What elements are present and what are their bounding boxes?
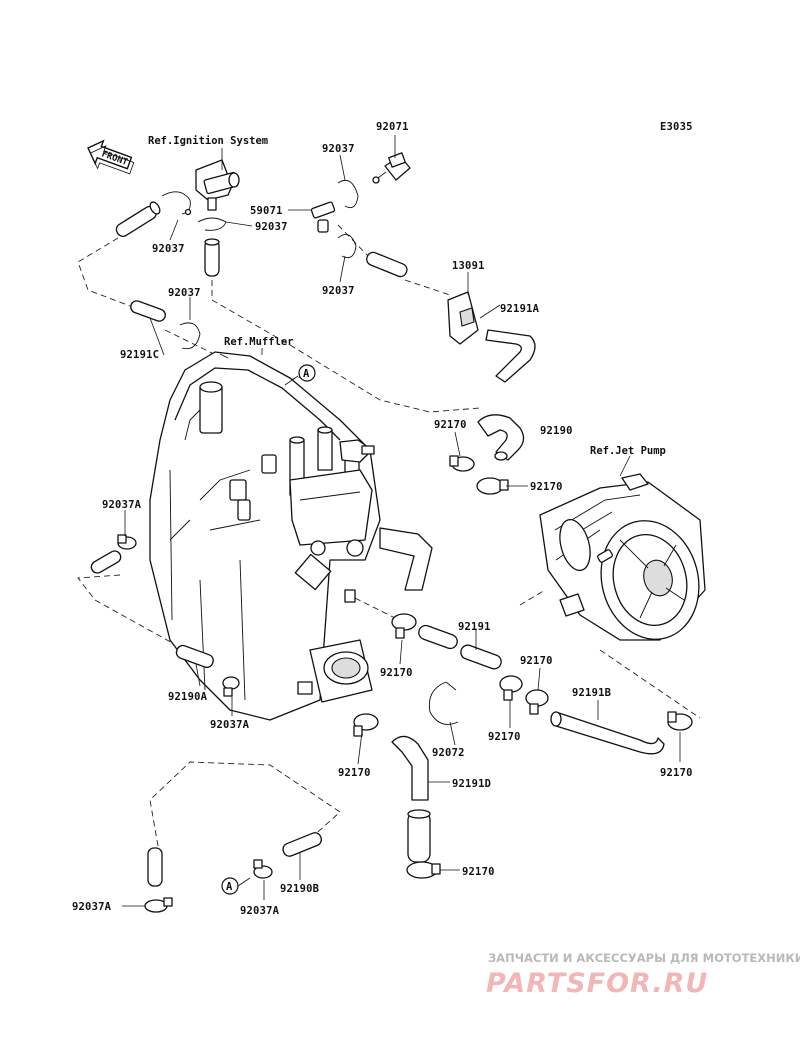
hose-92190A xyxy=(175,644,214,669)
clamp-92037A-center xyxy=(222,676,240,697)
ref-ignition-system-label: Ref.Ignition System xyxy=(148,135,268,147)
part-label-92170: 92170 xyxy=(530,481,563,493)
hose-92191A xyxy=(366,251,536,383)
part-label-92170: 92170 xyxy=(338,767,371,779)
watermark-tagline: ЗАПЧАСТИ И АКСЕССУАРЫ ДЛЯ МОТОТЕХНИКИ xyxy=(488,951,800,965)
diagram-code: E3035 xyxy=(660,121,693,133)
svg-text:A: A xyxy=(303,368,310,380)
clamp-92170-upper xyxy=(449,455,475,472)
part-label-13091: 13091 xyxy=(452,260,485,272)
hose-92190 xyxy=(477,414,525,461)
part-label-92037: 92037 xyxy=(322,285,355,297)
hose-small-top-left xyxy=(115,201,161,237)
clamp-92170-mid-right xyxy=(499,675,549,715)
hose-vertical-ignition xyxy=(204,238,220,277)
clip-92037-d xyxy=(337,233,357,259)
muffler-body xyxy=(149,351,433,721)
part-label-92190: 92190 xyxy=(540,425,573,437)
part-label-92072: 92072 xyxy=(432,747,465,759)
hose-92190B xyxy=(282,832,323,857)
clip-92037-c xyxy=(337,179,359,209)
part-label-92037: 92037 xyxy=(168,287,201,299)
callout-marker-a-bottom: A xyxy=(221,877,251,895)
part-label-92037: 92037 xyxy=(152,243,185,255)
clamp-92037A-left xyxy=(117,534,137,550)
fitting-92071 xyxy=(372,152,411,184)
part-label-92191B: 92191B xyxy=(572,687,611,699)
hose-92191B xyxy=(550,711,665,755)
front-arrow-icon: FRONT xyxy=(87,139,135,175)
part-label-92190A: 92190A xyxy=(168,691,208,703)
leader-lines xyxy=(122,135,681,907)
part-label-92191C: 92191C xyxy=(120,349,159,361)
hose-92191C xyxy=(130,300,166,322)
hose-92191 xyxy=(418,624,502,670)
part-label-92037A: 92037A xyxy=(72,901,112,913)
part-label-92190B: 92190B xyxy=(280,883,319,895)
svg-text:A: A xyxy=(226,881,233,893)
part-label-92191: 92191 xyxy=(458,621,491,633)
watermark-brand: PARTSFOR.RU xyxy=(486,968,708,999)
clamp-92170-left-bottom xyxy=(353,713,379,737)
clamp-92037A-bottom xyxy=(253,859,273,879)
jet-pump xyxy=(539,473,706,641)
part-label-92191D: 92191D xyxy=(452,778,491,790)
hose-92191D xyxy=(391,735,431,863)
clamp-92170-lower-right xyxy=(667,711,693,731)
nozzle-59071 xyxy=(310,201,336,233)
block-13091 xyxy=(447,291,479,345)
clip-92037-b xyxy=(197,217,227,231)
ref-muffler-label: Ref.Muffler xyxy=(224,336,294,348)
part-label-92037A: 92037A xyxy=(210,719,250,731)
part-label-92037A: 92037A xyxy=(102,499,142,511)
clamp-92037A-bottom-left xyxy=(144,897,173,913)
hose-bottom-left xyxy=(147,847,163,887)
ignition-fitting xyxy=(195,159,240,211)
part-label-92170: 92170 xyxy=(520,655,553,667)
clamp-92170-center xyxy=(391,613,417,639)
hose-small-left xyxy=(90,550,122,574)
callout-marker-a-top: A xyxy=(298,364,316,382)
part-label-92170: 92170 xyxy=(660,767,693,779)
clamp-92170-bottom xyxy=(406,861,441,879)
part-label-92037: 92037 xyxy=(255,221,288,233)
ref-jet-pump-label: Ref.Jet Pump xyxy=(590,445,666,457)
watermark: ЗАПЧАСТИ И АКСЕССУАРЫ ДЛЯ МОТОТЕХНИКИ PA… xyxy=(486,951,800,999)
part-label-92170: 92170 xyxy=(488,731,521,743)
part-label-92170: 92170 xyxy=(434,419,467,431)
part-label-92170: 92170 xyxy=(380,667,413,679)
clamp-92170-right xyxy=(476,477,509,495)
clip-92037-e xyxy=(179,322,201,350)
part-label-92071: 92071 xyxy=(376,121,409,133)
clip-92037-a xyxy=(161,191,192,216)
part-label-92037: 92037 xyxy=(322,143,355,155)
part-label-92037A: 92037A xyxy=(240,905,280,917)
part-label-59071: 59071 xyxy=(250,205,283,217)
ring-92072 xyxy=(428,681,459,725)
part-label-92170: 92170 xyxy=(462,866,495,878)
part-label-92191A: 92191A xyxy=(500,303,540,315)
